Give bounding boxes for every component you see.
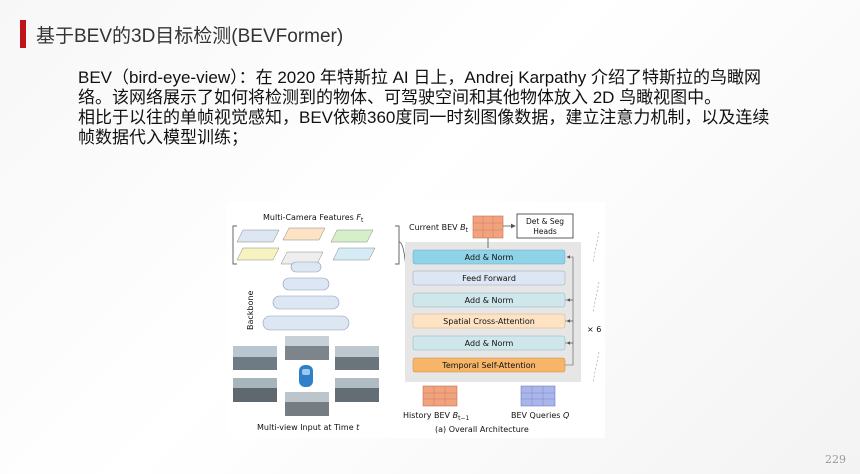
block-label: Spatial Cross-Attention [443, 317, 535, 326]
bev-grid-lines [473, 216, 503, 238]
ego-car-windshield [302, 369, 310, 375]
backbone-layer [272, 295, 340, 310]
heads-line1: Det & Seg [526, 217, 564, 226]
camera-image-sky [285, 336, 329, 346]
camera-image-sky [285, 392, 329, 402]
bev-queries-grid [520, 385, 556, 407]
architecture-diagram: Multi-Camera Features Ft Backbone [232, 213, 601, 434]
heads-line2: Heads [533, 227, 557, 236]
bev-queries-label: BEV Queries Q [511, 411, 569, 420]
features-bracket-left [232, 225, 237, 265]
camera-image-sky [335, 378, 379, 388]
slide-title: 基于BEV的3D目标检测(BEVFormer) [36, 25, 344, 47]
feature-map [330, 229, 374, 243]
features-bracket-right [395, 225, 400, 265]
bev-grid-block [422, 385, 458, 407]
residual-connections [565, 255, 574, 366]
history-bev-grid [422, 385, 458, 407]
block-label: Feed Forward [462, 274, 516, 283]
camera-image-sky [335, 346, 379, 357]
input-label: Multi-view Input at Time t [257, 423, 360, 432]
title-accent-bar [20, 20, 26, 48]
multi-view-camera-images [233, 336, 379, 416]
current-bev-grid [472, 215, 504, 239]
slide-title-bar: 基于BEV的3D目标检测(BEVFormer) [20, 20, 343, 48]
backbone-layer [282, 277, 330, 291]
query-grid-lines [521, 386, 555, 406]
block-label: Add & Norm [465, 296, 514, 305]
bev-grid-block [472, 215, 504, 239]
body-text: BEV（bird-eye-view）：在 2020 年特斯拉 AI 日上，And… [78, 68, 778, 148]
backbone-layer [262, 315, 350, 331]
current-bev-label: Current BEV Bt [409, 223, 469, 234]
ego-car-icon [299, 365, 313, 387]
figure-caption: (a) Overall Architecture [435, 425, 529, 434]
feature-map [236, 229, 280, 243]
query-grid-block [520, 385, 556, 407]
block-label: Temporal Self-Attention [441, 361, 535, 370]
paragraph-bev-intro: BEV（bird-eye-view）：在 2020 年特斯拉 AI 日上，And… [78, 68, 762, 107]
block-feed-forward [412, 270, 566, 286]
page-number: 229 [825, 453, 846, 466]
det-seg-heads-box [516, 213, 574, 239]
camera-image-sky [233, 378, 277, 388]
history-bev-label: History BEV Bt−1 [403, 411, 469, 422]
paragraph-bev-compare: 相比于以往的单帧视觉感知，BEV依赖360度同一时刻图像数据，建立注意力机制，以… [78, 108, 770, 147]
feature-map [236, 247, 280, 261]
feature-map [332, 247, 376, 261]
feature-map [282, 227, 326, 241]
bev-grid-lines [423, 386, 457, 406]
camera-image-sky [233, 346, 277, 357]
repeat-label: × 6 [587, 325, 601, 334]
backbone-layer [290, 261, 322, 273]
cropped-edge-lines [592, 231, 600, 383]
backbone-label: Backbone [246, 291, 255, 330]
block-add-norm [412, 249, 566, 265]
block-label: Add & Norm [465, 339, 514, 348]
features-label: Multi-Camera Features Ft [263, 213, 364, 224]
residual-arrow [565, 255, 574, 301]
bevformer-architecture-figure: Multi-Camera Features Ft Backbone [227, 202, 605, 438]
block-label: Add & Norm [465, 253, 514, 262]
